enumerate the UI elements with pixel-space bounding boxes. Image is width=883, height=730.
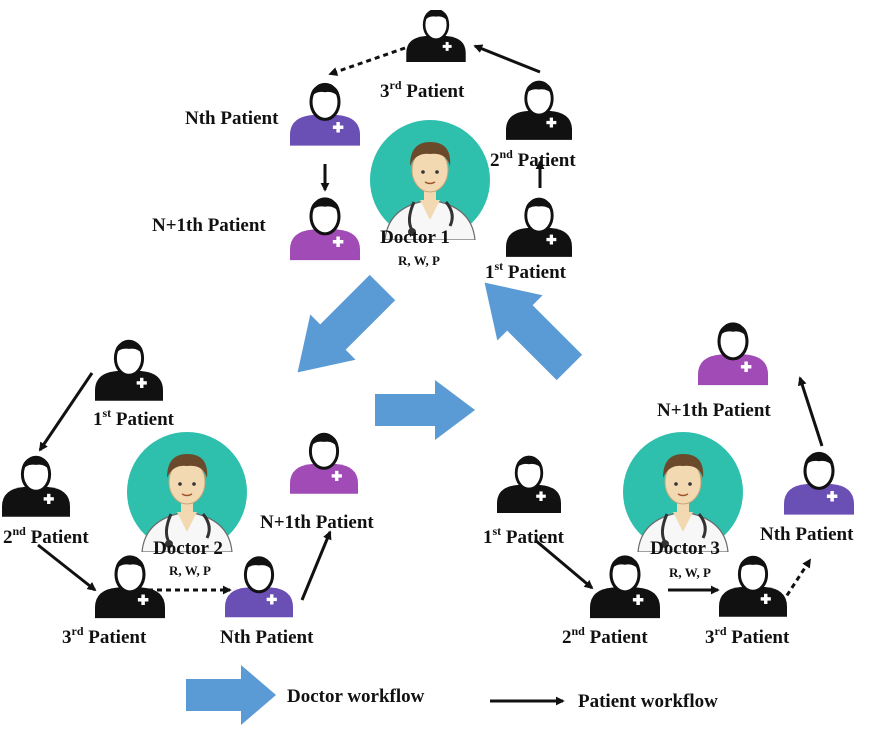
doctor-3-icon — [623, 432, 743, 552]
patient-icon — [406, 10, 466, 62]
doctor-2-permissions: R, W, P — [169, 563, 211, 578]
patient-icon — [290, 197, 360, 262]
patient-label-1st: 1st Patient — [483, 524, 565, 548]
patient-icon — [719, 555, 787, 619]
patient-label-nth: Nth Patient — [760, 524, 854, 545]
patient-icon — [225, 555, 293, 620]
doctor-workflow-arrow — [484, 282, 583, 381]
legend-doctor-arrow — [186, 665, 276, 725]
patient-icon — [506, 80, 572, 142]
patient-label-2nd: 2nd Patient — [3, 524, 89, 548]
doctor-workflow-arrow — [375, 380, 475, 440]
patient-icon — [698, 322, 768, 387]
patient-label-2nd: 2nd Patient — [562, 624, 648, 648]
doctor-2-label: Doctor 2 — [153, 538, 223, 559]
patient-label-nth: Nth Patient — [185, 108, 279, 129]
patient-icon — [290, 82, 360, 148]
patient-label-3rd: 3rd Patient — [62, 624, 147, 648]
patient-icon — [506, 197, 572, 259]
patient-icon — [784, 451, 854, 517]
doctor-1-label: Doctor 1 — [380, 227, 450, 248]
patient-icon — [590, 555, 660, 620]
patient-workflow-arrow — [328, 46, 406, 76]
doctor-1-permissions: R, W, P — [398, 253, 440, 268]
patient-icon — [2, 455, 70, 519]
doctor-2-icon — [127, 432, 247, 552]
patient-workflow-arrow — [534, 538, 594, 590]
patient-label-nth: Nth Patient — [220, 627, 314, 648]
patient-label-n-plus-1: N+1th Patient — [152, 215, 266, 236]
patient-workflow-arrow — [780, 558, 812, 604]
doctor-3-permissions: R, W, P — [669, 565, 711, 580]
patient-label-3rd: 3rd Patient — [705, 624, 790, 648]
patient-label-3rd: 3rd Patient — [380, 78, 465, 102]
patient-label-1st: 1st Patient — [485, 259, 567, 283]
patient-label-n-plus-1: N+1th Patient — [260, 512, 374, 533]
patient-icon — [290, 432, 358, 496]
legend: Doctor workflow Patient workflow — [186, 665, 718, 725]
doctor-1-icon — [370, 120, 490, 240]
legend-doctor-workflow-label: Doctor workflow — [287, 686, 425, 707]
patient-icon — [95, 555, 165, 620]
doctor-workflow-arrow — [297, 274, 396, 373]
patient-icon — [95, 339, 163, 403]
doctor-3-label: Doctor 3 — [650, 538, 720, 559]
patient-workflow-arrow — [473, 44, 541, 74]
legend-patient-workflow-label: Patient workflow — [578, 691, 718, 712]
patient-workflow-arrow — [797, 376, 824, 447]
patient-icon — [497, 455, 561, 515]
patient-workflow-arrow — [38, 372, 94, 452]
patient-label-1st: 1st Patient — [93, 406, 175, 430]
patient-label-n-plus-1: N+1th Patient — [657, 400, 771, 421]
patient-label-2nd: 2nd Patient — [490, 147, 576, 171]
patient-workflow-arrow — [300, 530, 332, 601]
patient-workflow-arrow — [37, 543, 97, 592]
